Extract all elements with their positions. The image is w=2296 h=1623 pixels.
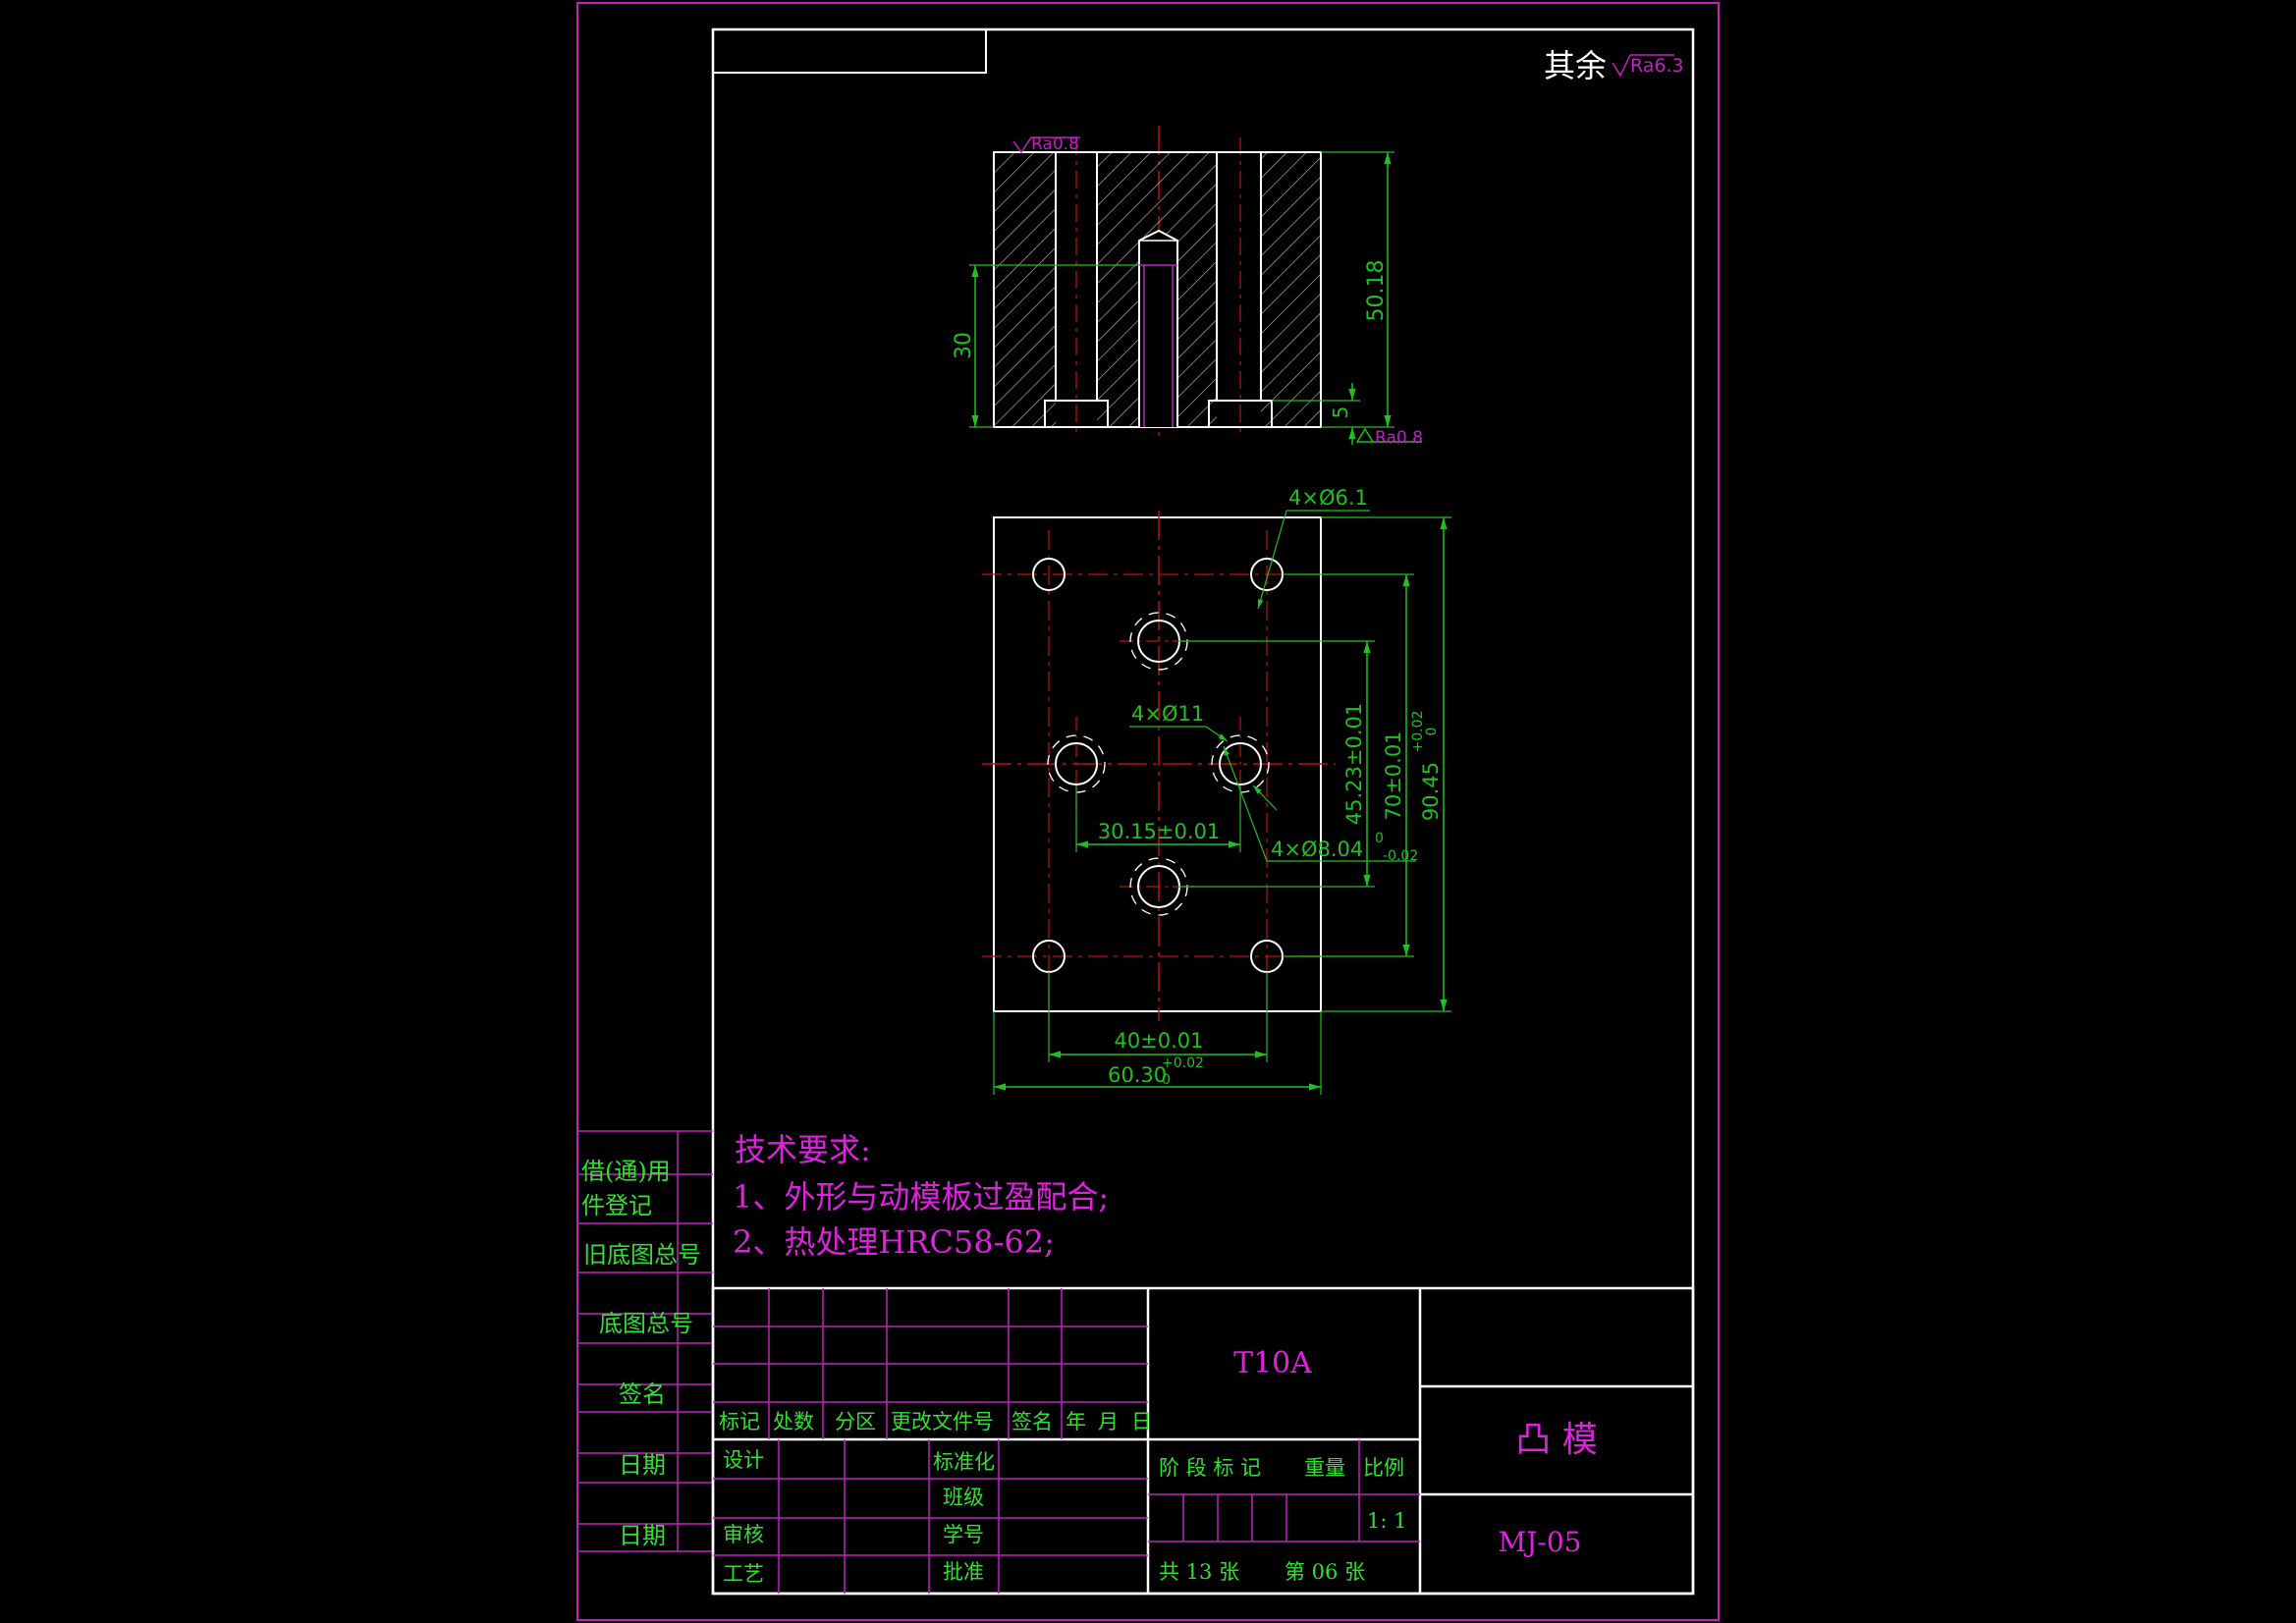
plan-view: 4×Ø6.1 4×Ø11 4×Ø8.04 0 -0.02 30.15±0.01 …	[982, 486, 1451, 1095]
role-design: 设计	[723, 1448, 764, 1472]
label-small-holes: 4×Ø6.1	[1288, 486, 1368, 510]
sheet-total: 共 13 张	[1159, 1560, 1239, 1584]
rev-header-mark: 标记	[719, 1410, 760, 1434]
fit-holes-lower-tol: -0.02	[1383, 848, 1418, 864]
dim-length: 90.45	[1419, 762, 1443, 821]
role-review: 审核	[723, 1523, 764, 1546]
part-name: 凸 模	[1515, 1420, 1597, 1460]
role-process: 工艺	[723, 1562, 764, 1586]
rev-header-zone: 分区	[835, 1410, 876, 1434]
fit-holes-upper-tol: 0	[1375, 831, 1384, 846]
surface-finish-value: Ra6.3	[1630, 55, 1684, 77]
surface-finish-prefix: 其余	[1544, 47, 1607, 84]
dim-width: 60.30	[1108, 1063, 1167, 1087]
label-large-holes: 4×Ø11	[1131, 702, 1204, 726]
drawing-number: MJ-05	[1499, 1526, 1582, 1558]
label-fit-holes: 4×Ø8.04	[1271, 838, 1363, 861]
dim-small-spacing-y: 70±0.01	[1382, 730, 1405, 820]
small-hole-1	[1032, 558, 1066, 591]
rev-header-year: 年	[1066, 1410, 1086, 1434]
weight-header: 重量	[1304, 1456, 1345, 1480]
dim-length-tol: +0.02	[1410, 711, 1426, 753]
dim-depth: 30	[952, 332, 976, 359]
dim-hole-spacing-x: 30.15±0.01	[1098, 820, 1220, 843]
role-class: 班级	[943, 1486, 984, 1509]
material: T10A	[1233, 1346, 1312, 1380]
roughness-top-icon	[1012, 136, 1080, 154]
note-item-1: 1、外形与动模板过盈配合;	[733, 1178, 1109, 1216]
roughness-symbol-icon	[1612, 54, 1674, 78]
ra-top-label: Ra0.8	[1031, 135, 1079, 154]
side-label-old-no: 旧底图总号	[583, 1241, 701, 1269]
title-block: 标记 处数 分区 更改文件号 签名 年 月 日 设计 审核 工艺 标准化 班级 …	[711, 1286, 1695, 1596]
role-approve: 批准	[943, 1560, 984, 1584]
dim-width-tol-lower: 0	[1162, 1072, 1171, 1088]
side-label-base-no: 底图总号	[599, 1310, 693, 1337]
dim-hole-spacing-y: 45.23±0.01	[1342, 703, 1366, 825]
role-student-no: 学号	[943, 1523, 984, 1546]
section-view: Ra0.8 Ra0.8 30 50.18 5	[952, 126, 1423, 448]
side-label-sign: 签名	[619, 1380, 666, 1408]
dim-small-spacing-x: 40±0.01	[1114, 1029, 1203, 1053]
note-item-2: 2、热处理HRC58-62;	[733, 1223, 1055, 1261]
rev-header-day: 日	[1131, 1410, 1152, 1434]
rev-header-count: 处数	[773, 1410, 814, 1434]
scale-value: 1: 1	[1367, 1509, 1406, 1533]
role-standardize: 标准化	[933, 1450, 995, 1474]
sheet-number: 第 06 张	[1285, 1560, 1365, 1584]
rev-header-sign: 签名	[1011, 1410, 1053, 1434]
dim-length-tol-lower: 0	[1424, 728, 1440, 736]
side-label-borrowed: 借(通)用	[581, 1158, 671, 1185]
side-label-date-2: 日期	[619, 1522, 666, 1549]
side-label-register: 件登记	[581, 1192, 652, 1219]
roughness-bottom-icon	[1355, 427, 1375, 443]
dim-height: 50.18	[1364, 260, 1389, 322]
dim-shoulder: 5	[1329, 406, 1352, 419]
side-strip: 借(通)用 件登记 旧底图总号 底图总号 签名 日期 日期	[577, 1130, 713, 1552]
side-label-date-1: 日期	[619, 1451, 666, 1479]
dim-width-tol: +0.02	[1162, 1055, 1204, 1071]
rev-header-docno: 更改文件号	[891, 1410, 994, 1434]
rev-header-month: 月	[1098, 1410, 1119, 1434]
stage-header: 阶 段 标 记	[1159, 1456, 1261, 1480]
general-surface-finish: 其余 Ra6.3	[1544, 47, 1684, 84]
technical-notes: 技术要求: 1、外形与动模板过盈配合; 2、热处理HRC58-62;	[733, 1131, 1109, 1261]
scale-header: 比例	[1363, 1456, 1404, 1480]
ra-bottom-label: Ra0.8	[1375, 428, 1423, 448]
notes-heading: 技术要求:	[735, 1131, 871, 1168]
